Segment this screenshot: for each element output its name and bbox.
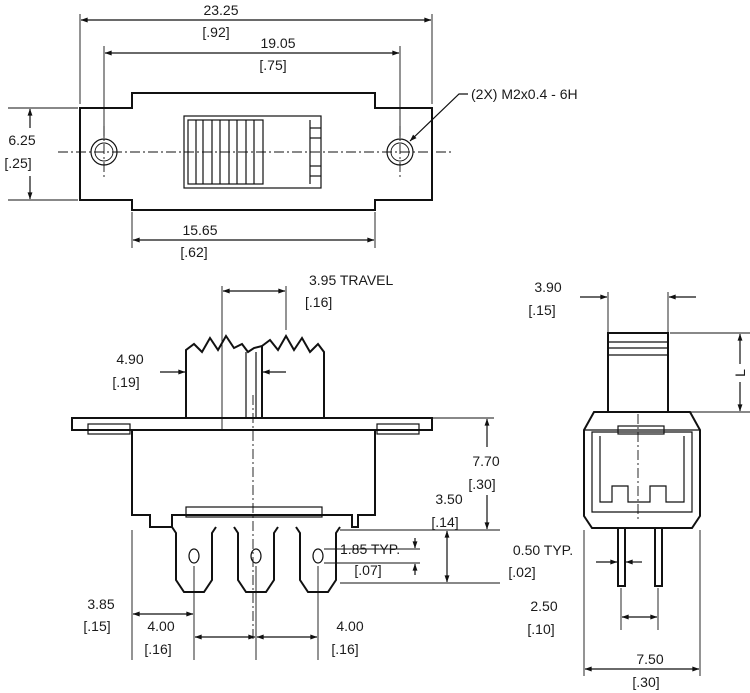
dim-body-depth-mm: 7.70 [472,453,499,469]
dim-hole-spacing-mm: 19.05 [260,35,295,51]
dim-travel-mm: 3.95 TRAVEL [309,272,394,288]
left-mount-hole [90,138,118,166]
side-pin-right [654,527,663,587]
dim-terminal-length-in: [.14] [431,514,458,530]
dim-actuator-width-in: [.19] [112,374,139,390]
dim-overall-width-mm: 23.25 [203,2,238,18]
dim-pitch-right-mm: 4.00 [336,618,363,634]
dim-travel-in: [.16] [305,294,332,310]
dim-terminal-offset-in: [.15] [83,618,110,634]
dim-pin-thickness-mm: 0.50 TYP. [513,542,573,558]
dim-overall-width-in: [.92] [202,24,229,40]
dim-body-width-in: [.62] [180,244,207,260]
dim-side-width-mm: 7.50 [636,651,663,667]
top-slot [183,115,322,189]
hole-note: (2X) M2x0.4 - 6H [471,86,578,102]
top-view-outline [79,92,433,211]
dim-body-width-mm: 15.65 [182,222,217,238]
dim-pitch-right-in: [.16] [331,641,358,657]
actuator-ridges [195,120,255,184]
dim-terminal-offset-mm: 3.85 [87,596,114,612]
front-body [131,430,376,528]
front-flange [71,417,433,431]
top-actuator [187,119,264,185]
dim-flange-height-mm: 6.25 [8,132,35,148]
top-view: 23.25 [.92] 19.05 [.75] 6.25 [.25] 15.65… [3,2,578,260]
dim-pin-thickness-in: [.02] [508,564,535,580]
side-view: 3.90 [.15] L 0.50 TYP. [.02] 2.50 [.10] … [508,279,750,690]
dim-pin-spacing-mm: 2.50 [530,598,557,614]
dim-body-depth-in: [.30] [468,476,495,492]
dim-actuator-width-mm: 4.90 [116,351,143,367]
dim-actuator-height: L [732,369,748,377]
dim-actuator-thickness-in: [.15] [528,302,555,318]
dim-terminal-hole-in: [.07] [354,562,381,578]
right-mount-hole [386,138,414,166]
dim-pitch-left-mm: 4.00 [147,618,174,634]
dim-flange-height-in: [.25] [4,155,31,171]
front-actuator [185,334,263,418]
dim-pitch-left-in: [.16] [144,641,171,657]
dim-hole-spacing-in: [.75] [259,57,286,73]
side-pin-left [617,527,626,587]
dim-actuator-thickness-mm: 3.90 [534,279,561,295]
dim-pin-spacing-in: [.10] [527,621,554,637]
front-view: 3.95 TRAVEL [.16] 4.90 [.19] 7.70 [.30] … [71,272,508,660]
side-body [583,411,701,529]
dim-side-width-in: [.30] [632,674,659,690]
dim-terminal-hole-mm: 1.85 TYP. [340,541,400,557]
side-actuator [607,332,669,413]
dim-terminal-length-mm: 3.50 [435,491,462,507]
